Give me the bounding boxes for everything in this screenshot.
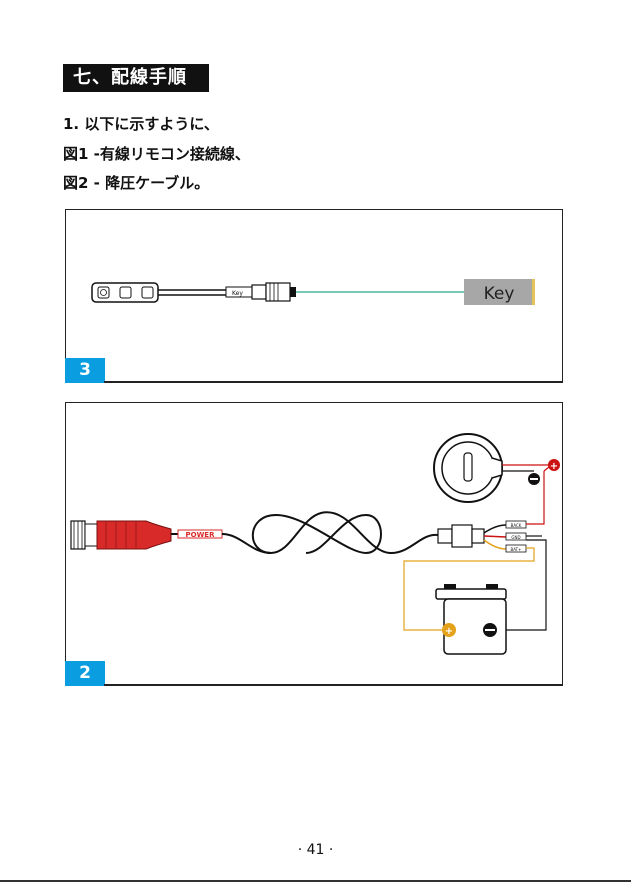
connector-boot <box>252 285 266 299</box>
svg-text:+: + <box>550 461 558 472</box>
wire-label-gnd: GND <box>511 535 520 540</box>
bottom-rule <box>0 880 631 882</box>
junction-connector <box>438 529 452 543</box>
function-button-icon <box>142 287 153 298</box>
figure-number: 3 <box>65 358 105 383</box>
wire-label-bat: BAT+ <box>511 547 522 552</box>
connector-tip <box>290 287 296 297</box>
power-diagram: POWER BACK GND BAT+ + <box>66 403 562 685</box>
wire-label-back: BACK <box>511 523 522 528</box>
coiled-cable <box>222 512 438 553</box>
power-button-icon <box>98 287 109 298</box>
figure-rule <box>104 381 563 383</box>
intro-line-1: 1. 以下に示すように、 <box>63 113 219 134</box>
figure-power-wiring: POWER BACK GND BAT+ + <box>65 402 563 686</box>
page-number: · 41 · <box>0 842 631 858</box>
figure-number: 2 <box>65 661 105 686</box>
figure-remote-wiring: Key Key 3 <box>65 209 563 383</box>
figure-rule <box>104 684 563 686</box>
svg-text:+: + <box>445 626 453 637</box>
plug-label: Key <box>232 290 243 297</box>
intro-line-2: 図1 -有線リモコン接続線、 <box>63 143 250 164</box>
section-title: 七、配線手順 <box>63 64 209 92</box>
remote-diagram: Key Key <box>66 210 562 382</box>
cable-label: POWER <box>186 531 216 539</box>
battery-top <box>436 589 506 599</box>
intro-line-3: 図2 - 降圧ケーブル。 <box>63 172 209 193</box>
mode-button-icon <box>120 287 131 298</box>
key-label: Key <box>484 284 515 304</box>
red-connector-body <box>97 521 171 549</box>
